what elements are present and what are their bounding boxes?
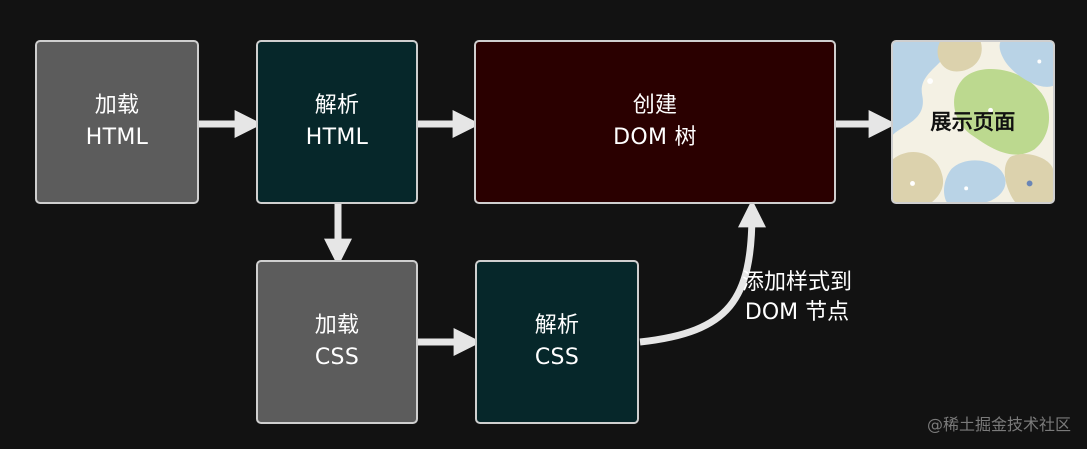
node-parse-html: 解析 HTML — [256, 40, 418, 204]
node-display-page-label: 展示页面 — [930, 110, 1016, 134]
node-load-css-label: 加载 CSS — [314, 313, 360, 370]
node-parse-css: 解析 CSS — [475, 260, 639, 424]
watermark: @稀土掘金技术社区 — [926, 415, 1071, 434]
node-parse-css-label: 解析 CSS — [534, 313, 580, 370]
node-create-dom: 创建 DOM 树 — [474, 40, 836, 204]
edge-label-apply-styles: 添加样式到 DOM 节点 — [742, 270, 853, 325]
node-load-css: 加载 CSS — [256, 260, 418, 424]
node-parse-html-label: 解析 HTML — [305, 93, 369, 150]
arrow-parse-css-to-dom — [639, 199, 766, 346]
node-display-page: 展示页面 — [891, 40, 1055, 204]
node-load-html: 加载 HTML — [35, 40, 199, 204]
node-create-dom-label: 创建 DOM 树 — [613, 93, 697, 150]
node-load-html-label: 加载 HTML — [85, 93, 149, 150]
display-page-pattern-image — [893, 42, 1053, 202]
